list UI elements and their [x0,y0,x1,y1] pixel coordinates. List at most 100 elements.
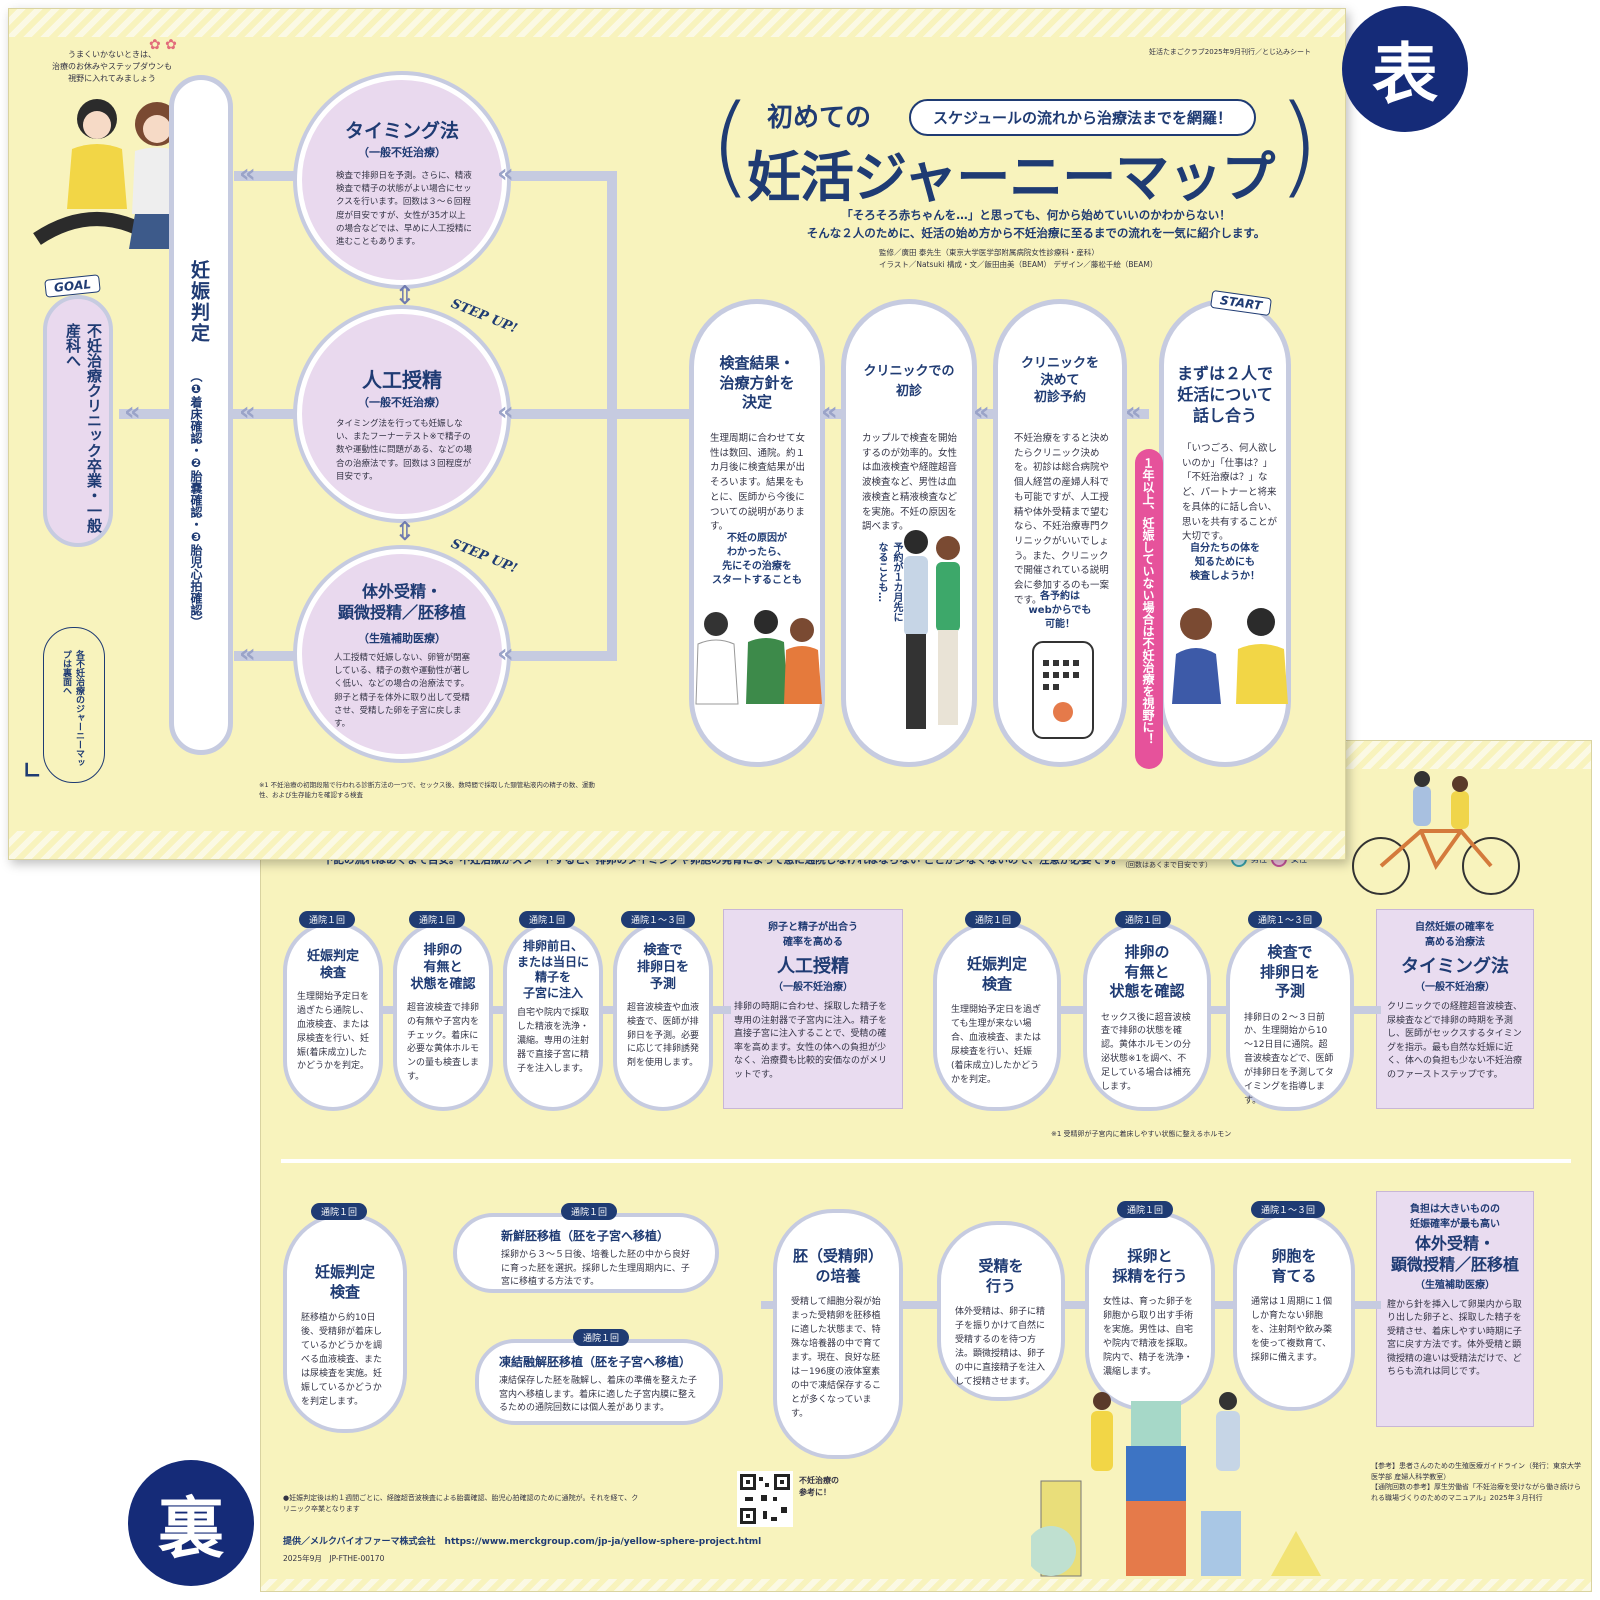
iui-step-1: 通院１～３回検査で 排卵日を 予測超音波検査や血液検査で、医師が排卵日を予測。必… [613,911,713,1111]
step-note: 不妊の原因が わかったら、 先にその治療を スタートすることも [712,533,802,586]
step-body: 受精して細胞分裂が始まった受精卵を胚移植に適した状態まで、特殊な培養器の中で育て… [791,1297,882,1419]
bottom-stripe [261,1579,1591,1591]
doc-code: 2025年9月 JP-FTHE-00170 [283,1554,385,1563]
title-small: 初めての [767,103,872,133]
ivf-step-3: 受精を 行う体外受精は、卵子に精子を振りかけて自然に受精するのを待つ方法。顕微授… [937,1221,1065,1401]
back-footnote-2: ●妊娠判定後は約１週間ごとに、経腟超音波検査による胎嚢確認、胎児心拍確認のために… [283,1494,639,1513]
step-title: 検査結果・ 治療方針を 決定 [719,354,795,411]
step-body: 生理開始予定日を過ぎても生理が来ない場合、血液検査、または尿検査を行い、妊娠(着… [951,1005,1042,1085]
goal-pill: 不妊治療クリニック卒業・一般産科へ [43,295,113,547]
iui-box: 卵子と精子が出合う 確率を高める 人工授精 （一般不妊治療） 排卵の時期に合わせ… [723,909,903,1109]
step-body: 採卵から３～５日後、培養した胚の中から良好に育った胚を選択。採卵した生理周期内に… [501,1249,691,1288]
tandem-bike-illustration [1352,771,1520,895]
chevron-left-icon: « [973,397,990,427]
visit-tag: 通院１～３回 [621,911,696,928]
visit-tag: 通院１回 [519,911,576,928]
lead-2: そんな２人のために、妊活の始め方から不妊治療に至るまでの流れを一気に紹介します。 [806,226,1266,240]
timing-sub: （一般不妊治療） [1415,982,1495,993]
step-reserve: クリニックを 決めて 初診予約 不妊治療をすると決めたらクリニック決めを。初診は… [993,299,1127,767]
visit-tag: 通院１回 [299,911,356,928]
timing-box: 自然妊娠の確率を 高める治療法 タイミング法 （一般不妊治療） クリニックでの経… [1376,909,1534,1109]
paren-right: ) [1277,81,1320,209]
ivf-title: 体外受精・ 顕微授精／胚移植 [1390,1234,1519,1274]
lead-1: 「そろそろ赤ちゃんを…」と思っても、何から始めていいのかわからない！ [841,208,1231,222]
step-title: 排卵の 有無と 状態を確認 [410,943,476,992]
qr-caption: 不妊治療の 参考に！ [799,1476,839,1497]
step-talk: まずは２人で 妊活について 話し合う 「いつごろ、何人欲しいのか」「仕事は？」「… [1159,299,1291,767]
treatment-body: タイミング法を行っても妊娠しない、またフーナーテスト※で精子の数や運動性に問題が… [336,419,473,482]
back-footnote-1: ※1 受精卵が子宮内に着床しやすい状態に整えるホルモン [1051,1130,1232,1138]
corner-arrow-icon: ∟ [23,759,42,784]
step-body: 「いつごろ、何人欲しいのか」「仕事は？」「不妊治療は？」など、パートナーと将来を… [1182,443,1278,543]
rail-vertical [607,171,617,661]
issue-label: 妊活たまごクラブ2025年9月刊行／とじ込みシート [1149,48,1312,56]
step-title: 検査で 排卵日を 予測 [1259,943,1320,1000]
step-title: クリニックを 決めて 初診予約 [1020,356,1099,405]
ivf-step-2: 通院１回採卵と 採精を行う女性は、育った卵子を卵胞から取り出す手術を実施。男性は… [1085,1201,1215,1411]
timing-body: クリニックでの経腟超音波検査、尿検査などで排卵の時期を予測し、医師がセックスする… [1387,1002,1523,1080]
paren-left: ( [709,81,752,209]
step-note: 自分たちの体を 知るためにも 検査しようか！ [1190,543,1260,582]
treatment-title: 体外受精・ 顕微授精／胚移植 [337,582,466,622]
step-result: 検査結果・ 治療方針を 決定 生理周期に合わせて女性は数回、通院。約１カ月後に検… [689,299,825,767]
rail-top-left [234,171,314,181]
treatment-sub: （生殖補助医療） [358,632,446,645]
ivf-sub: （生殖補助医療） [1415,1279,1495,1291]
chevron-left-icon: « [1125,397,1142,427]
iui-lead: 卵子と精子が出合う 確率を高める [768,922,858,948]
step-body: 胚移植から約10日後、受精卵が着床しているかどうかを調べる血液検査、または尿検査… [301,1313,383,1407]
treatment-title: 人工授精 [362,368,442,392]
bottom-stripe [9,831,1345,859]
step-up-arrow-icon: ⇕ [394,517,416,547]
chevron-left-icon: « [239,639,256,669]
back-badge: 裏 [128,1460,254,1586]
treatment-body: 人工授精で妊娠しない、卵管が閉塞している、精子の数や運動性が著しく低い、などの場… [334,653,471,729]
step-body: 自宅や院内で採取した精液を洗浄・濃縮。専用の注射器で直接子宮に精子を注入します。 [517,1008,590,1075]
step-title: 排卵の 有無と 状態を確認 [1109,943,1185,1000]
step-body: 女性は、育った卵子を卵胞から取り出す手術を実施。男性は、自宅や院内で精液を採取。… [1103,1297,1194,1377]
treatment-body: 検査で排卵日を予測。さらに、精液検査で精子の状態がよい場合にセックスを行います。… [336,171,472,247]
chevron-left-icon: « [821,397,838,427]
visit-tag: 通院１回 [1117,1201,1174,1218]
main-rail [119,409,1149,419]
ivf-step-4: 胚（受精卵） の培養受精して細胞分裂が始まった受精卵を胚移植に適した状態まで、特… [773,1209,903,1459]
timing-method-circle: タイミング法 （一般不妊治療） 検査で排卵日を予測。さらに、精液検査で精子の状態… [297,75,507,285]
step-title: 卵胞を 育てる [1271,1247,1317,1285]
step-body: 排卵日の２～３日前か、生理開始から10～12日目に通院。超音波検査などで、医師が… [1244,1012,1334,1107]
ivf-rail [761,1301,1381,1309]
credit-2: イラスト／Natsuki 構成・文／飯田由美（BEAM） デザイン／藤松千絵（B… [879,260,1158,269]
chevron-left-icon: « [124,397,141,427]
step-title: まずは２人で 妊活について 話し合う [1176,364,1273,425]
pregnancy-items: （❶着床確認・❷胎嚢確認・❸胎児心拍確認） [189,370,203,628]
timing-step-3: 通院１回妊娠判定 検査生理開始予定日を過ぎても生理が来ない場合、血液検査、または… [933,911,1061,1111]
step-body: 超音波検査や血液検査で、医師が排卵日を予測。必要に応じて排卵誘発剤を使用します。 [627,1002,700,1069]
visit-tag: 通院１回 [311,1203,368,1220]
step-body: 生理開始予定日を過ぎたら通院し、血液検査、または尿検査を行い、妊娠(着床成立)し… [297,991,370,1072]
pregnancy-test-pill: 妊娠判定 （❶着床確認・❷胎嚢確認・❸胎児心拍確認） [169,75,233,755]
step-title: 妊娠判定 検査 [966,955,1027,993]
step-title: 妊娠判定 検査 [306,949,359,981]
step-body: 体外受精は、卵子に精子を振りかけて自然に受精するのを待つ方法。顕微授精は、卵子の… [955,1307,1046,1387]
step-body: 凍結保存した胚を融解し、着床の準備を整えた子宮内へ移植します。着床に適した子宮内… [499,1375,698,1414]
iui-body: 排卵の時期に合わせ、採取した精子を専用の注射器で子宮内に注入。精子を直接子宮に注… [734,1002,888,1080]
goal-text: 不妊治療クリニック卒業・一般産科へ [64,323,103,533]
iui-circle: 人工授精 （一般不妊治療） タイミング法を行っても妊娠しない、またフーナーテスト… [297,309,507,519]
provider: 提供／メルクバイオファーマ株式会社 https://www.merckgroup… [283,1537,762,1547]
doctor-couple-illustration [695,610,822,705]
chevron-left-icon: « [497,639,514,669]
step-title: 受精を 行う [978,1257,1024,1295]
front-footnote: ※1 不妊治療の初期段階で行われる診断方法の一つで、セックス後、数時間で採取した… [259,781,595,799]
couple-walking-illustration [904,530,960,729]
couple-talking-illustration [1172,608,1288,704]
step-up-arrow-icon: ⇕ [394,281,416,311]
visit-tag: 通院１～３回 [1248,911,1323,928]
iui-step-4: 通院１回妊娠判定 検査生理開始予定日を過ぎたら通院し、血液検査、または尿検査を行… [283,911,383,1111]
step-note: 各予約は webからでも 可能！ [1028,591,1092,630]
one-year-banner: １年以上、妊娠していない場合は不妊治療を視野に！ [1135,449,1163,769]
step-body: カップルで検査を開始するのが効率的。女性は血液検査や経腟超音波検査など、男性は血… [862,433,958,533]
treatment-sub: （一般不妊治療） [358,146,446,159]
qr-code[interactable] [737,1471,793,1527]
step-note: 予約が１カ月先に なることも… [876,542,902,622]
treatment-title: タイミング法 [344,120,459,142]
iui-sub: （一般不妊治療） [773,982,853,993]
